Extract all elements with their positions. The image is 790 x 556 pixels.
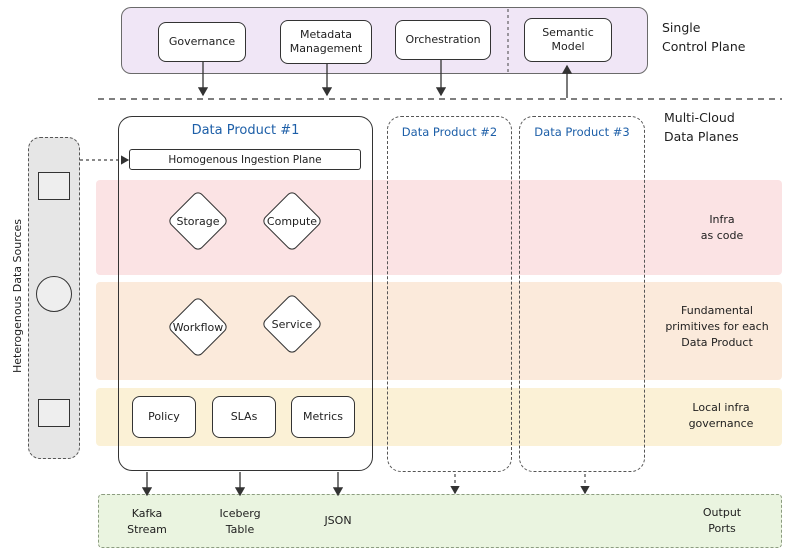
data-product-2-container xyxy=(387,116,512,472)
control-plane-label: Single Control Plane xyxy=(662,20,746,54)
kafka-stream-label: Kafka Stream xyxy=(127,507,167,536)
metrics-box: Metrics xyxy=(291,396,355,438)
governance-label: Governance xyxy=(168,35,236,48)
source-square-icon xyxy=(38,172,70,200)
orchestration-label: Orchestration xyxy=(405,33,481,46)
data-product-2-title: Data Product #2 xyxy=(401,125,498,139)
output-ports-band xyxy=(98,494,782,548)
policy-box: Policy xyxy=(132,396,196,438)
semantic-model-box: Semantic Model xyxy=(524,18,612,62)
sources-label: Heterogenous Data Sources xyxy=(11,218,24,374)
metadata-label-line1: Metadata xyxy=(299,28,353,41)
data-planes-label: Multi-Cloud Data Planes xyxy=(664,110,739,144)
source-circle-icon xyxy=(36,276,72,312)
orchestration-box: Orchestration xyxy=(395,20,491,60)
source-square-icon-2 xyxy=(38,399,70,427)
metadata-management-box: Metadata Management xyxy=(280,20,372,64)
service-label: Service xyxy=(271,318,313,331)
workflow-label: Workflow xyxy=(172,321,224,334)
infra-as-code-label: Infra as code xyxy=(700,213,744,242)
fundamental-primitives-label: Fundamental primitives for each Data Pro… xyxy=(665,304,769,349)
governance-band xyxy=(96,388,782,446)
semantic-label-line1: Semantic xyxy=(542,26,594,39)
storage-label: Storage xyxy=(176,215,220,228)
json-label: JSON xyxy=(324,514,352,527)
data-product-1-title: Data Product #1 xyxy=(191,123,300,138)
iceberg-table-label: Iceberg Table xyxy=(219,507,261,536)
data-product-1-container xyxy=(118,116,373,471)
compute-label: Compute xyxy=(266,215,318,228)
data-product-3-title: Data Product #3 xyxy=(534,125,630,139)
semantic-label-line2: Model xyxy=(551,40,585,53)
local-infra-governance-label: Local infra governance xyxy=(688,401,754,430)
slas-box: SLAs xyxy=(212,396,276,438)
data-product-3-container xyxy=(519,116,645,472)
governance-box: Governance xyxy=(158,22,246,62)
output-ports-label: Output Ports xyxy=(702,506,742,535)
metadata-label-line2: Management xyxy=(289,42,363,55)
ingestion-plane-box: Homogenous Ingestion Plane xyxy=(129,149,361,170)
